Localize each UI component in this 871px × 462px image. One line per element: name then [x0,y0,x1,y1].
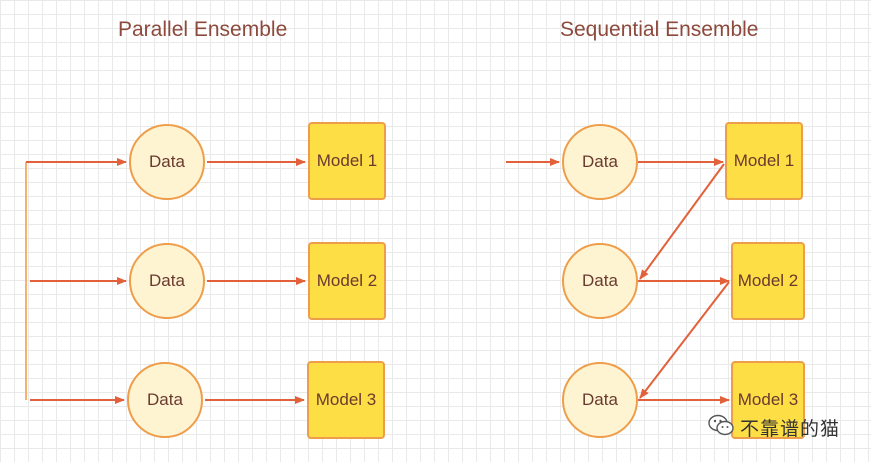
parallel-model-2: Model 2 [308,242,386,320]
sequential-arrow-model1-data2 [639,163,725,280]
parallel-model-3: Model 3 [307,361,385,439]
parallel-data-node-2: Data [129,243,205,319]
parallel-ensemble-title: Parallel Ensemble [118,18,288,41]
sequential-model-1: Model 1 [725,122,803,200]
sequential-ensemble-title: Sequential Ensemble [560,18,759,41]
sequential-data-node-1: Data [562,124,638,200]
sequential-data-node-3: Data [562,362,638,438]
parallel-model-1: Model 1 [308,122,386,200]
wechat-icon [708,413,734,442]
sequential-model-2: Model 2 [731,242,805,320]
parallel-data-node-1: Data [129,124,205,200]
parallel-data-node-3: Data [127,362,203,438]
watermark-text: 不靠谱的猫 [740,418,841,440]
sequential-arrow-model2-data3 [639,281,730,399]
sequential-model-3: Model 3 [731,361,805,439]
watermark: 不靠谱的猫 [708,412,840,442]
sequential-data-node-2: Data [562,243,638,319]
